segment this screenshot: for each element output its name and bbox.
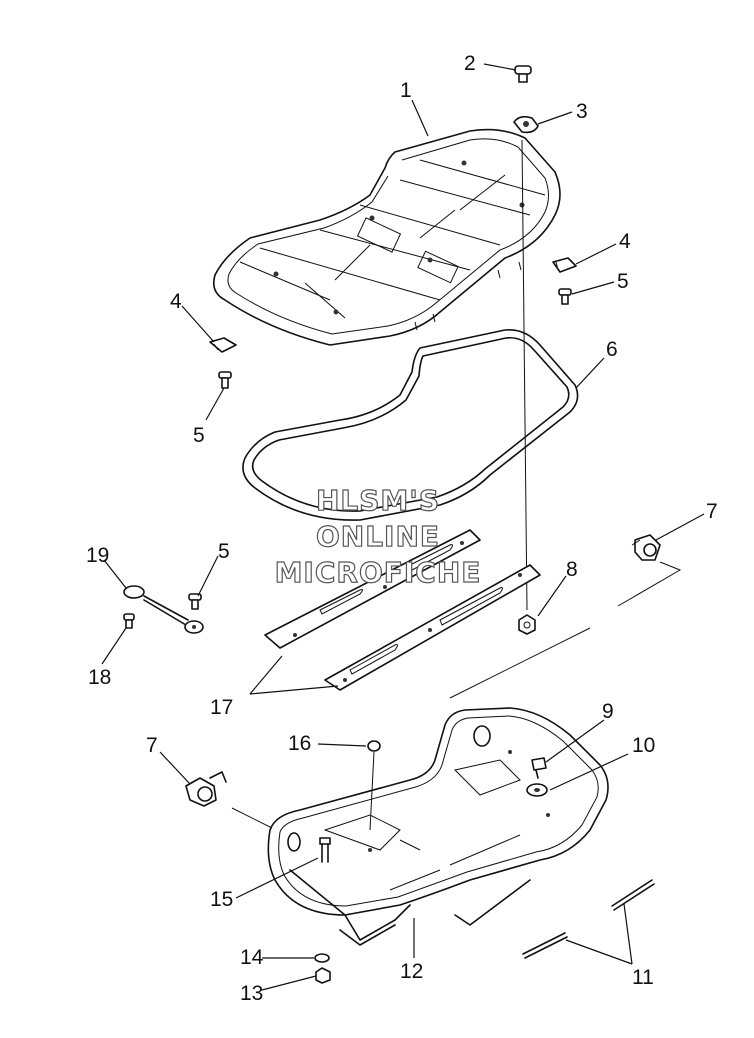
part-6-seal[interactable] [242,328,579,521]
callout-5-right: 5 [617,270,629,293]
callout-13: 13 [240,982,263,1005]
callout-3: 3 [576,100,588,123]
callout-11: 11 [632,966,654,989]
part-12-storage-box[interactable] [267,707,609,946]
callout-1: 1 [400,79,412,102]
callout-18: 18 [88,666,111,689]
callout-10: 10 [632,734,655,757]
part-5-screw-right[interactable] [558,288,572,305]
part-9-bolt[interactable] [531,757,547,779]
callout-4-right: 4 [619,230,631,253]
part-19-strap[interactable] [123,585,204,634]
callout-6: 6 [606,338,618,361]
watermark: HLSM'S ONLINE MICROFICHE [274,483,482,589]
part-2-screw[interactable] [514,65,532,83]
part-13-nut[interactable] [315,967,331,984]
watermark-line-3: MICROFICHE [275,556,482,589]
part-5-screw-left[interactable] [218,371,232,389]
callout-8: 8 [566,558,578,581]
callout-5-middle: 5 [218,540,230,563]
callout-7-left: 7 [146,734,158,757]
reference-lines [231,561,682,851]
part-17-plate-upper[interactable] [264,529,481,649]
callout-17: 17 [210,696,233,719]
part-5-screw-middle[interactable] [188,593,202,610]
part-14-washer[interactable] [314,953,330,963]
part-1-rack-top[interactable] [212,128,561,346]
callout-15: 15 [210,888,233,911]
part-11-strip-lower[interactable] [522,932,568,959]
part-15-bolt[interactable] [319,837,331,863]
part-8-nut[interactable] [518,614,536,635]
callout-19: 19 [86,544,109,567]
alignment-line [521,139,528,611]
part-18-rivet[interactable] [123,613,135,629]
callout-5-left: 5 [193,424,205,447]
watermark-line-1: HLSM'S [316,484,440,517]
leader-lines [101,63,705,991]
callout-4-left: 4 [170,290,182,313]
callout-9: 9 [602,700,614,723]
alignment-line-16 [369,751,375,831]
part-11-strip-upper[interactable] [611,879,655,911]
callout-12: 12 [400,960,423,983]
callout-16: 16 [288,732,311,755]
callout-labels: 1 2 3 4 5 4 5 6 7 8 5 19 18 17 7 16 9 10… [86,52,718,1005]
watermark-line-2: ONLINE [316,520,440,553]
part-3-clip[interactable] [513,115,539,134]
callout-7-right: 7 [706,500,718,523]
part-16-plug[interactable] [367,740,381,752]
part-7-latch-right[interactable] [631,534,661,561]
part-10-washer[interactable] [526,783,548,797]
part-7-latch-left[interactable] [185,771,227,807]
callout-2: 2 [464,52,476,75]
callout-14: 14 [240,946,264,969]
part-4-clip-right[interactable] [552,257,577,273]
part-4-clip-left[interactable] [209,337,237,353]
